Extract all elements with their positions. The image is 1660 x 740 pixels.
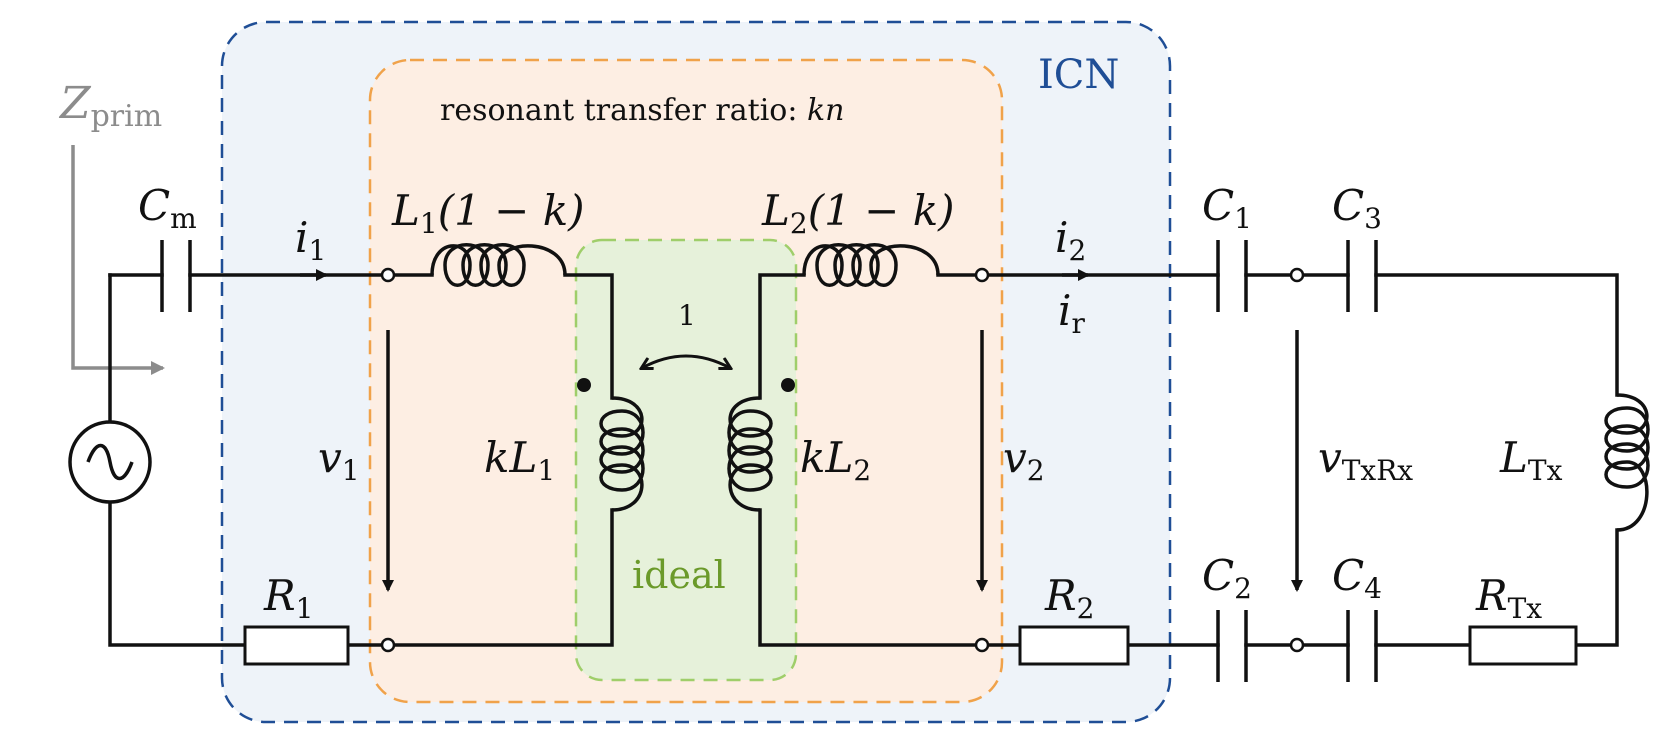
kl2-main: kL [800, 433, 853, 482]
node-l2-top [974, 267, 990, 283]
l2-series-sub: 2 [790, 207, 808, 240]
dot-kl2 [781, 378, 795, 392]
wire-source-top [108, 273, 247, 647]
rtx-main: R [1475, 571, 1508, 620]
capacitor-c3 [1346, 240, 1378, 312]
ratio-label: 1 [678, 299, 696, 332]
ltx-sub: Tx [1528, 454, 1563, 487]
ir-label: ir [1058, 286, 1085, 340]
node-mid-bottom [1289, 637, 1305, 653]
zprim-sub: prim [91, 99, 163, 134]
l1-series-main: L [391, 186, 420, 235]
c3-label: C3 [1332, 181, 1382, 235]
ac-source-sine-icon [86, 443, 134, 481]
c2-sub: 2 [1234, 572, 1252, 605]
capacitor-c1 [1216, 240, 1248, 312]
c1-sub: 1 [1234, 202, 1252, 235]
ideal-label: ideal [632, 553, 726, 597]
c1-label: C1 [1202, 181, 1252, 235]
r1-label: R1 [263, 571, 313, 625]
inductor-l1-series [430, 243, 567, 287]
l2-series-main: L [761, 186, 790, 235]
node-l1-top [380, 267, 396, 283]
kl1-main: kL [484, 433, 537, 482]
r2-sub: 2 [1077, 592, 1095, 625]
wire-right-top [1244, 273, 1619, 397]
capacitor-c4 [1346, 610, 1378, 682]
ideal-region [574, 238, 798, 682]
l2-series-label: L2(1 − k) [761, 186, 955, 240]
vtxrx-main: v [1318, 433, 1342, 482]
inductor-ltx [1604, 393, 1650, 532]
cm-label: Cm [138, 181, 197, 235]
kl2-label: kL2 [800, 433, 871, 487]
i2-main: i [1055, 213, 1068, 262]
resonant-label-var: kn [807, 93, 845, 128]
resistor-r2 [1018, 625, 1130, 666]
l1-series-rest: (1 − k) [438, 186, 585, 235]
kl1-label: kL1 [484, 433, 555, 487]
i1-label: i1 [295, 213, 326, 267]
v2-sub: 2 [1027, 454, 1045, 487]
v1-sub: 1 [342, 454, 360, 487]
i2-sub: 2 [1068, 234, 1086, 267]
dot-kl1 [577, 378, 591, 392]
resonant-label-text: resonant transfer ratio: [440, 93, 807, 128]
i1-sub: 1 [308, 234, 326, 267]
ltx-main: L [1499, 433, 1528, 482]
c3-main: C [1332, 181, 1364, 230]
ir-sub: r [1071, 307, 1085, 340]
v2-main: v [1003, 433, 1027, 482]
c4-sub: 4 [1364, 572, 1382, 605]
node-mid-top [1289, 267, 1305, 283]
rtx-label: RTx [1475, 571, 1542, 625]
v2-label: v2 [1003, 433, 1045, 487]
capacitor-cm [160, 240, 192, 312]
ltx-label: LTx [1499, 433, 1563, 487]
zprim-main: Z [58, 78, 92, 129]
kl2-sub: 2 [853, 454, 871, 487]
resistor-rtx [1468, 625, 1578, 666]
c4-label: C4 [1332, 551, 1382, 605]
ir-main: i [1058, 286, 1071, 335]
zprim-label: Zprim [58, 78, 162, 134]
c4-main: C [1332, 551, 1364, 600]
i1-main: i [295, 213, 308, 262]
cm-main: C [138, 181, 170, 230]
v1-label: v1 [318, 433, 360, 487]
node-l2-bottom [974, 637, 990, 653]
wire-l1-leads [386, 273, 614, 400]
wire-bottom-left [346, 508, 614, 647]
coupling-arrow [642, 354, 730, 368]
vtxrx-sub: TxRx [1342, 454, 1414, 487]
l1-series-sub: 1 [420, 207, 438, 240]
c3-sub: 3 [1364, 202, 1382, 235]
i2-label: i2 [1055, 213, 1086, 267]
icn-label: ICN [1038, 52, 1119, 98]
cm-sub: m [170, 202, 197, 235]
inductor-kl2 [727, 396, 773, 512]
l2-series-rest: (1 − k) [808, 186, 955, 235]
c1-main: C [1202, 181, 1234, 230]
v1-main: v [318, 433, 342, 482]
wire-bottom-mid [758, 508, 1022, 647]
r1-sub: 1 [296, 592, 314, 625]
inductor-l2-series [802, 243, 940, 287]
node-l1-bottom [380, 637, 396, 653]
r2-label: R2 [1044, 571, 1094, 625]
rtx-sub: Tx [1508, 592, 1543, 625]
inductor-kl1 [599, 396, 645, 512]
r1-main: R [263, 571, 296, 620]
resistor-r1 [243, 625, 350, 666]
zprim-arrow [71, 145, 165, 375]
kl1-sub: 1 [537, 454, 555, 487]
capacitor-c2 [1216, 610, 1248, 682]
l1-series-label: L1(1 − k) [391, 186, 585, 240]
vtxrx-label: vTxRx [1318, 433, 1413, 487]
resonant-label: resonant transfer ratio: kn [440, 93, 845, 128]
c2-label: C2 [1202, 551, 1252, 605]
c2-main: C [1202, 551, 1234, 600]
r2-main: R [1044, 571, 1077, 620]
